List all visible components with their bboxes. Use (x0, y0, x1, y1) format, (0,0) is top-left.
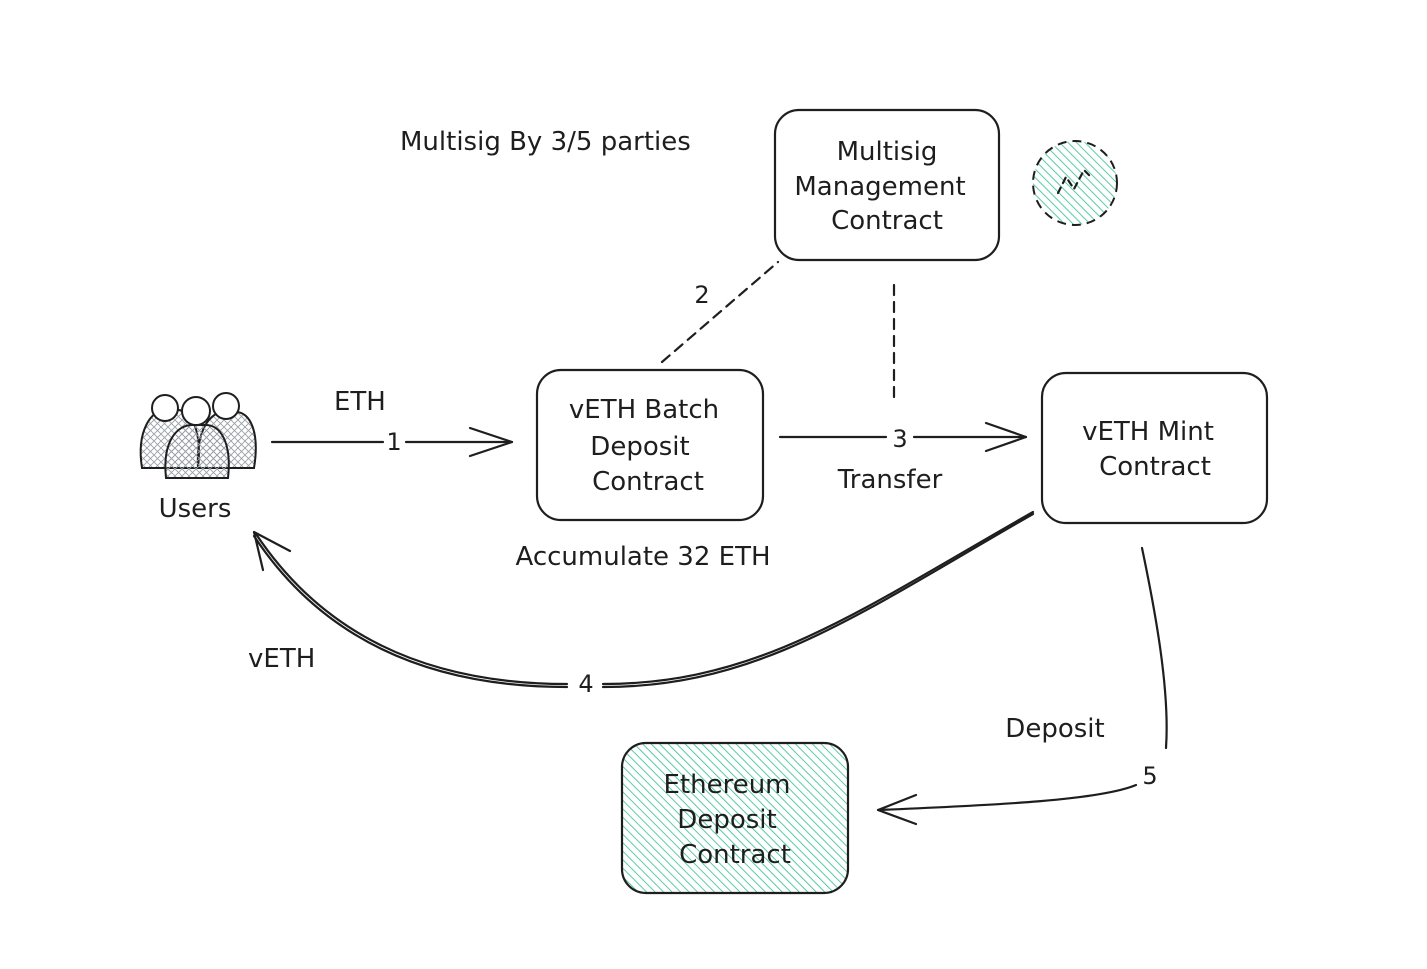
edge-eth-label: ETH (334, 387, 386, 417)
edge-2-step: 2 (694, 281, 709, 309)
mint-line-2: Contract (1099, 452, 1211, 482)
edge-transfer: 3 Transfer (778, 421, 1028, 495)
edge-veth-label: vETH (248, 644, 315, 674)
batch-deposit-contract-node: vETH Batch Deposit Contract (535, 368, 765, 522)
users-label: Users (159, 494, 232, 524)
accumulate-note: Accumulate 32 ETH (515, 542, 770, 572)
edge-1-step: 1 (386, 428, 401, 456)
multisig-line-3: Contract (831, 206, 943, 236)
edge-eth: ETH 1 (270, 387, 514, 458)
edge-deposit-label: Deposit (1005, 714, 1104, 744)
multisig-note: Multisig By 3/5 parties (400, 127, 691, 157)
edge-veth: 4 vETH (248, 510, 1035, 698)
ethereum-deposit-contract-node: Ethereum Deposit Contract (620, 741, 850, 895)
edge-deposit: 5 Deposit (876, 546, 1168, 826)
batch-line-3: Contract (592, 467, 704, 497)
edge-transfer-label: Transfer (837, 465, 943, 495)
edge-4-step: 4 (578, 670, 593, 698)
ethereum-line-3: Contract (679, 840, 791, 870)
multisig-icon (1032, 140, 1118, 226)
mint-contract-node: vETH Mint Contract (1040, 371, 1269, 525)
ethereum-line-1: Ethereum (663, 770, 790, 800)
batch-line-2: Deposit (590, 432, 689, 462)
mint-line-1: vETH Mint (1082, 417, 1214, 447)
users-icon (139, 392, 257, 479)
edge-5-step: 5 (1142, 762, 1157, 790)
multisig-line-2: Management (794, 172, 965, 202)
edge-3-step: 3 (892, 425, 907, 453)
multisig-management-contract-node: Multisig Management Contract (773, 108, 1001, 262)
edge-2: 2 (660, 260, 780, 364)
multisig-line-1: Multisig (837, 137, 938, 167)
batch-line-1: vETH Batch (569, 395, 719, 425)
ethereum-line-2: Deposit (677, 805, 776, 835)
